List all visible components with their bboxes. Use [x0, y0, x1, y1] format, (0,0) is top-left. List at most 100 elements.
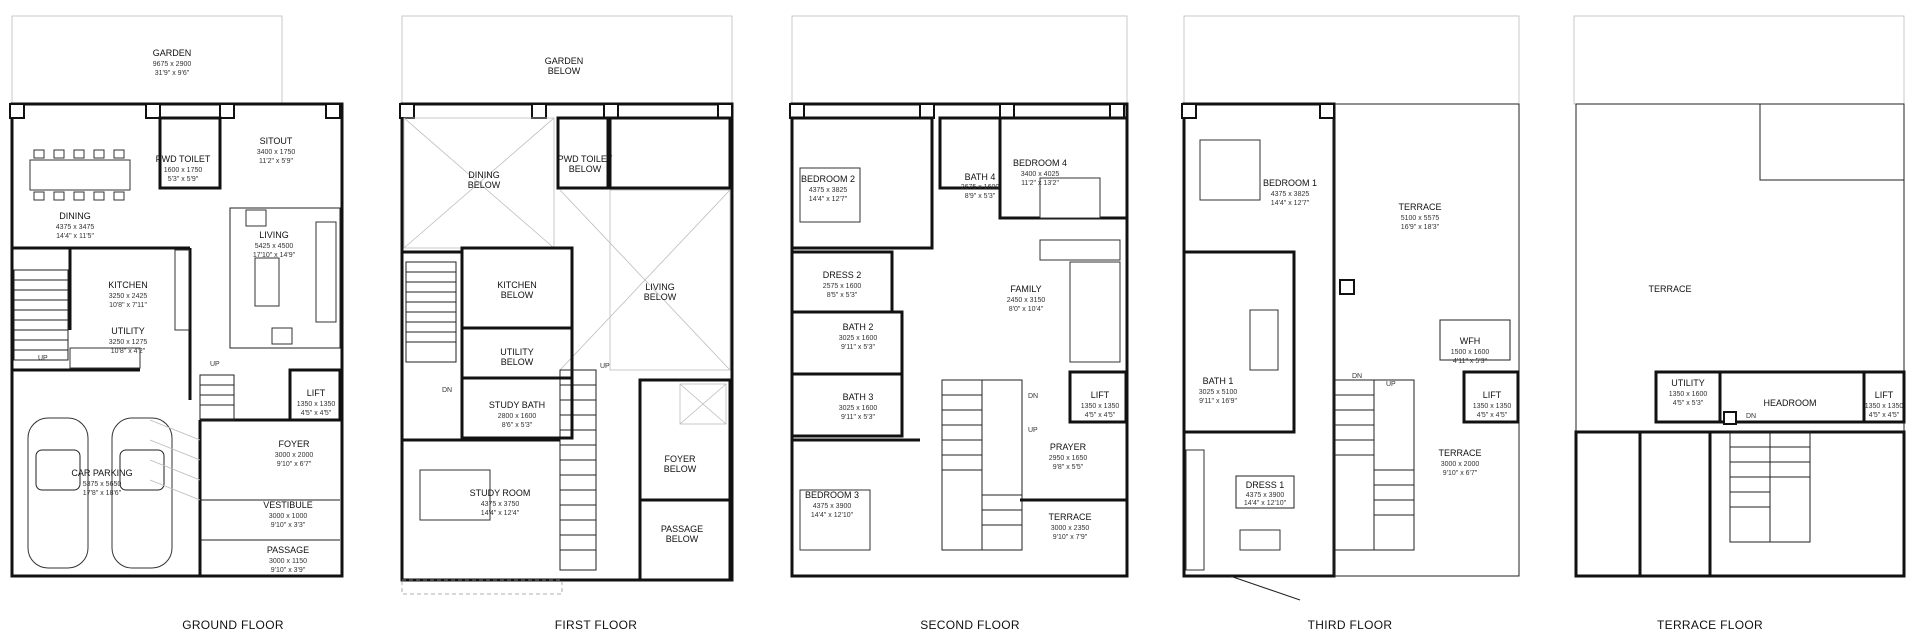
second-lift-dim1: 1350 x 1350	[1081, 403, 1120, 410]
ground-pwd-toilet-label: PWD TOILET	[156, 154, 211, 164]
first-dining-below: BELOW	[468, 180, 501, 190]
second-prayer-label: PRAYER	[1050, 442, 1087, 452]
terrace-floor-caption: TERRACE FLOOR	[1657, 618, 1763, 632]
third-lift-label: LIFT	[1483, 390, 1502, 400]
first-study-room-dim2: 14'4" x 12'4"	[481, 510, 520, 517]
second-bath-3-label: BATH 3	[843, 392, 874, 402]
ground-garden-label: GARDEN	[153, 48, 192, 58]
second-family-label: FAMILY	[1010, 284, 1041, 294]
ground-garden-dim1: 9675 x 2900	[153, 61, 192, 68]
second-stair-up-mark: UP	[1028, 427, 1038, 434]
ground-dining-label: DINING	[59, 211, 91, 221]
ground-lift-label: LIFT	[307, 388, 326, 398]
second-bath-4-dim2: 8'9" x 5'3"	[965, 193, 996, 200]
third-terrace-label: TERRACE	[1398, 202, 1441, 212]
ground-car-parking-dim1: 5375 x 5650	[83, 481, 122, 488]
ground-vestibule-dim2: 9'10" x 3'3"	[271, 522, 306, 529]
ground-garden-dim2: 31'9" x 9'6"	[155, 70, 190, 77]
third-lift-dim1: 1350 x 1350	[1473, 403, 1512, 410]
first-garden-below: BELOW	[548, 66, 581, 76]
third-terrace-2-label: TERRACE	[1438, 448, 1481, 458]
ground-stair-up-mark-2: UP	[210, 361, 220, 368]
second-dress-2-label: DRESS 2	[823, 270, 862, 280]
second-bedroom-4-dim2: 11'2" x 13'2"	[1021, 180, 1059, 187]
second-bath-2-dim2: 9'11" x 5'3"	[841, 344, 875, 351]
first-passage-label: PASSAGE	[661, 524, 703, 534]
first-utility-below: BELOW	[501, 357, 534, 367]
ground-passage-dim2: 9'10" x 3'9"	[271, 567, 306, 574]
terrace-stair-dn-mark: DN	[1746, 413, 1756, 420]
third-lift-dim2: 4'5" x 4'5"	[1477, 412, 1508, 419]
terrace-floor-plan: TERRACE UTILITY 1350 x 1600 4'5" x 5'3" …	[1573, 15, 1906, 632]
first-stair-up-mark: UP	[600, 363, 610, 370]
second-lift-dim2: 4'5" x 4'5"	[1085, 412, 1116, 419]
ground-pwd-toilet-dim2: 5'3" x 5'9"	[168, 176, 199, 183]
third-bath-1-label: BATH 1	[1203, 376, 1234, 386]
ground-stair-up-mark: UP	[38, 355, 48, 362]
second-bath-4-dim1: 2675 x 1600	[961, 184, 1000, 191]
terrace-utility-dim2: 4'5" x 5'3"	[1673, 400, 1704, 407]
ground-utility-label: UTILITY	[111, 326, 145, 336]
ground-utility-dim2: 10'8" x 4'2"	[111, 348, 146, 355]
ground-dining-dim1: 4375 x 3475	[56, 224, 95, 231]
terrace-headroom-label: HEADROOM	[1763, 398, 1816, 408]
second-terrace-dim1: 3000 x 2350	[1051, 525, 1090, 532]
first-passage-below: BELOW	[666, 534, 699, 544]
ground-foyer-label: FOYER	[278, 439, 310, 449]
third-dress-1-dim2: 14'4" x 12'10"	[1244, 500, 1287, 507]
second-bath-3-dim2: 9'11" x 5'3"	[841, 414, 875, 421]
second-prayer-dim1: 2950 x 1650	[1049, 455, 1088, 462]
second-dress-2-dim1: 2575 x 1600	[823, 283, 862, 290]
second-bedroom-4-label: BEDROOM 4	[1013, 158, 1067, 168]
ground-floor-caption: GROUND FLOOR	[182, 618, 284, 632]
ground-pwd-toilet-dim1: 1600 x 1750	[164, 167, 203, 174]
first-foyer-below: BELOW	[664, 464, 697, 474]
ground-living-dim1: 5425 x 4500	[255, 243, 294, 250]
first-kitchen-label: KITCHEN	[497, 280, 537, 290]
second-bedroom-3-label: BEDROOM 3	[805, 490, 859, 500]
first-study-room-label: STUDY ROOM	[470, 488, 531, 498]
first-study-bath-label: STUDY BATH	[489, 400, 545, 410]
second-family-dim1: 2450 x 3150	[1007, 297, 1046, 304]
third-bedroom-1-dim1: 4375 x 3825	[1271, 191, 1310, 198]
first-study-bath-dim1: 2800 x 1600	[498, 413, 537, 420]
ground-car-parking-dim2: 17'8" x 18'6"	[83, 490, 122, 497]
second-bedroom-2-label: BEDROOM 2	[801, 174, 855, 184]
third-dress-1-dim1: 4375 x 3900	[1246, 492, 1285, 499]
first-floor-plan: GARDEN BELOW PWD TOILET BELOW DINING BEL…	[399, 15, 734, 632]
third-stair-dn-mark: DN	[1352, 373, 1362, 380]
third-terrace-dim1: 5100 x 5575	[1401, 215, 1440, 222]
first-utility-label: UTILITY	[500, 347, 534, 357]
ground-utility-dim1: 3250 x 1275	[109, 339, 148, 346]
second-bath-2-dim1: 3025 x 1600	[839, 335, 878, 342]
second-terrace-dim2: 9'10" x 7'9"	[1053, 534, 1088, 541]
second-bedroom-4-dim1: 3400 x 4025	[1021, 171, 1060, 178]
third-wfh-label: WFH	[1460, 336, 1481, 346]
first-pwd-toilet-below: BELOW	[569, 164, 602, 174]
third-bedroom-1-dim2: 14'4" x 12'7"	[1271, 200, 1310, 207]
ground-lift-dim1: 1350 x 1350	[297, 401, 336, 408]
second-lift-label: LIFT	[1091, 390, 1110, 400]
second-bedroom-3-dim2: 14'4" x 12'10"	[811, 512, 854, 519]
ground-living-dim2: 17'10" x 14'9"	[253, 252, 296, 259]
second-floor-caption: SECOND FLOOR	[920, 618, 1020, 632]
ground-sitout-label: SITOUT	[260, 136, 293, 146]
terrace-utility-dim1: 1350 x 1600	[1669, 391, 1708, 398]
third-terrace-2-dim1: 3000 x 2000	[1441, 461, 1480, 468]
second-bath-4-label: BATH 4	[965, 172, 996, 182]
ground-kitchen-label: KITCHEN	[108, 280, 148, 290]
second-stair-dn-mark: DN	[1028, 393, 1038, 400]
ground-dining-dim2: 14'4" x 11'5"	[56, 233, 94, 240]
first-study-bath-dim2: 8'6" x 5'3"	[502, 422, 533, 429]
ground-lift-dim2: 4'5" x 4'5"	[301, 410, 332, 417]
third-bedroom-1-label: BEDROOM 1	[1263, 178, 1317, 188]
second-terrace-label: TERRACE	[1048, 512, 1091, 522]
ground-passage-label: PASSAGE	[267, 545, 309, 555]
second-bedroom-3-dim1: 4375 x 3900	[813, 503, 852, 510]
first-garden-label: GARDEN	[545, 56, 584, 66]
third-bath-1-dim2: 9'11" x 16'9"	[1199, 398, 1237, 405]
first-pwd-toilet-label: PWD TOILET	[558, 154, 613, 164]
second-bath-3-dim1: 3025 x 1600	[839, 405, 878, 412]
third-wfh-dim1: 1500 x 1600	[1451, 349, 1490, 356]
